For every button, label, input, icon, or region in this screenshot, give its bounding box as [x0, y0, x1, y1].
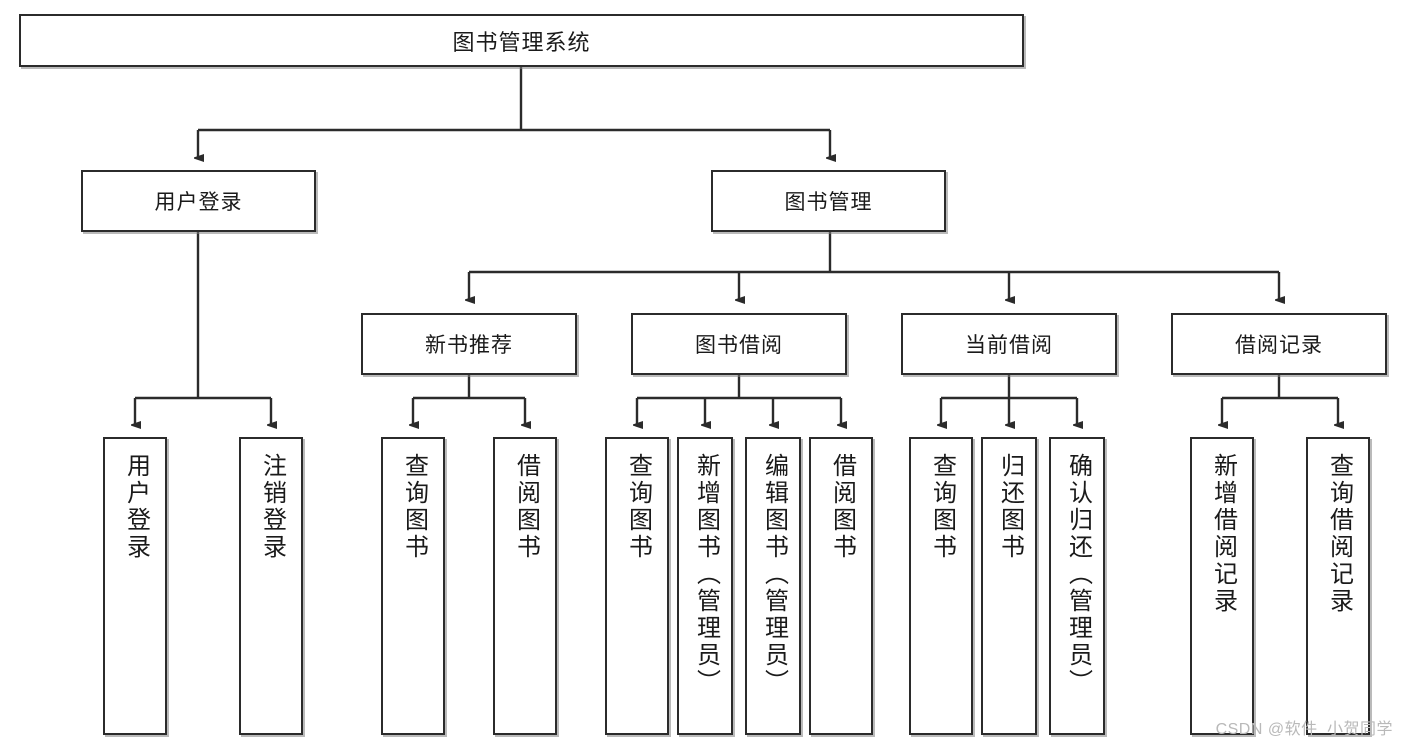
- leaf-current-borrow-confirm[interactable]: 确认归还（管理员）: [1049, 437, 1105, 735]
- node-root[interactable]: 图书管理系统: [19, 14, 1024, 67]
- leaf-book-borrow-query[interactable]: 查询图书: [605, 437, 669, 735]
- node-user-login[interactable]: 用户登录: [81, 170, 316, 232]
- leaf-label: 新增借阅记录: [1209, 453, 1237, 615]
- node-root-label: 图书管理系统: [452, 29, 591, 55]
- node-new-book-recommend-label: 新书推荐: [425, 334, 513, 357]
- leaf-current-borrow-query[interactable]: 查询图书: [909, 437, 973, 735]
- leaf-label: 查询借阅记录: [1325, 453, 1353, 615]
- leaf-borrow-record-query[interactable]: 查询借阅记录: [1306, 437, 1370, 735]
- leaf-current-borrow-return[interactable]: 归还图书: [981, 437, 1037, 735]
- leaf-book-borrow-add[interactable]: 新增图书（管理员）: [677, 437, 733, 735]
- node-borrow-record[interactable]: 借阅记录: [1171, 313, 1387, 375]
- node-current-borrow[interactable]: 当前借阅: [901, 313, 1117, 375]
- leaf-label: 借阅图书: [828, 453, 856, 561]
- leaf-borrow-record-add[interactable]: 新增借阅记录: [1190, 437, 1254, 735]
- leaf-label: 编辑图书（管理员）: [760, 453, 788, 696]
- leaf-user-login-logout[interactable]: 注销登录: [239, 437, 303, 735]
- node-current-borrow-label: 当前借阅: [965, 334, 1053, 357]
- node-borrow-record-label: 借阅记录: [1235, 334, 1323, 357]
- leaf-label: 借阅图书: [512, 453, 540, 561]
- node-book-management-label: 图书管理: [784, 191, 873, 214]
- node-book-borrow[interactable]: 图书借阅: [631, 313, 847, 375]
- leaf-new-book-query[interactable]: 查询图书: [381, 437, 445, 735]
- leaf-label: 查询图书: [928, 453, 956, 561]
- leaf-label: 用户登录: [122, 453, 150, 561]
- leaf-user-login-login[interactable]: 用户登录: [103, 437, 167, 735]
- node-user-login-label: 用户登录: [154, 191, 243, 214]
- leaf-book-borrow-edit[interactable]: 编辑图书（管理员）: [745, 437, 801, 735]
- leaf-new-book-borrow[interactable]: 借阅图书: [493, 437, 557, 735]
- node-book-borrow-label: 图书借阅: [695, 334, 783, 357]
- leaf-label: 查询图书: [624, 453, 652, 561]
- node-new-book-recommend[interactable]: 新书推荐: [361, 313, 577, 375]
- leaf-label: 新增图书（管理员）: [692, 453, 720, 696]
- leaf-label: 查询图书: [400, 453, 428, 561]
- leaf-label: 确认归还（管理员）: [1064, 453, 1092, 696]
- watermark-text: CSDN @软件_小贺同学: [1215, 721, 1393, 738]
- leaf-label: 注销登录: [258, 453, 286, 561]
- node-book-management[interactable]: 图书管理: [711, 170, 946, 232]
- leaf-label: 归还图书: [996, 453, 1024, 561]
- leaf-book-borrow-borrow[interactable]: 借阅图书: [809, 437, 873, 735]
